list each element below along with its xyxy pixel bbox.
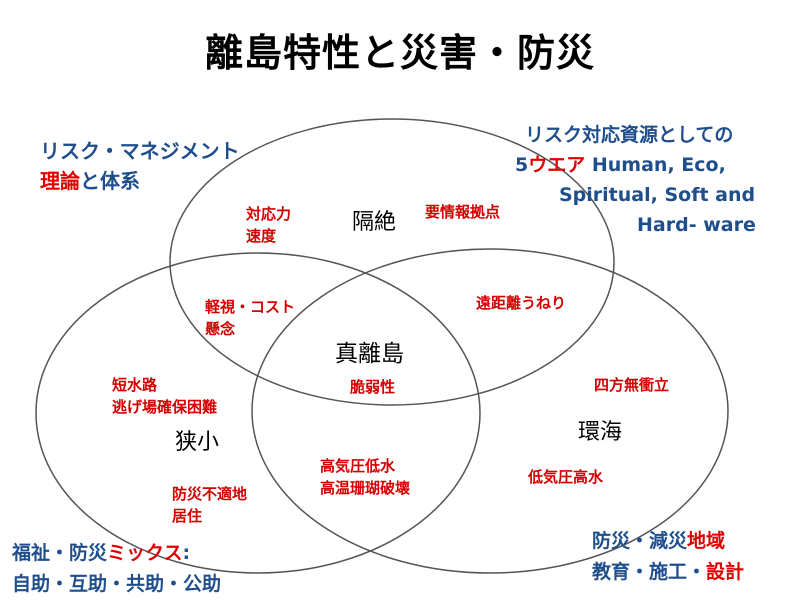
- mix-highlight: ミックス: [107, 542, 183, 564]
- design-highlight: 設計: [706, 561, 745, 583]
- theory-highlight: 理論: [40, 169, 80, 193]
- neglect-line1: 軽視・コスト: [205, 298, 296, 316]
- five-ware-line1: リスク対応資源としての: [525, 124, 734, 146]
- five-ware-line4: Hard- ware: [637, 214, 756, 236]
- regional-education-line1: 防災・減災地域: [592, 526, 744, 557]
- regional-education-line2: 教育・施工・設計: [592, 557, 744, 588]
- region-isolation: 隔絶: [352, 210, 397, 235]
- factor-info-base: 要情報拠点: [425, 203, 501, 221]
- disaster-prefix: 防災・減災: [592, 530, 688, 552]
- human-eco-text: Human, Eco,: [585, 154, 726, 176]
- factor-response-speed: 対応力 速度: [246, 203, 291, 247]
- unsuitable-line2: 居住: [172, 507, 203, 525]
- five-ware-label: リスク対応資源としての 5ウエア Human, Eco, Spiritual, …: [515, 120, 756, 240]
- neglect-line2: 懸念: [205, 320, 236, 338]
- ware-highlight: ウエア: [528, 154, 586, 176]
- risk-management-line2: 理論と体系: [40, 166, 240, 196]
- factor-high-pressure: 高気圧低水 高温珊瑚破壊: [320, 455, 410, 499]
- factor-isolated-exposure: 四方無衝立: [594, 376, 670, 394]
- factor-distance-swell: 遠距離うねり: [476, 294, 567, 312]
- circle-isolation: [169, 118, 615, 406]
- high-pressure-line2: 高温珊瑚破壊: [320, 479, 411, 497]
- factor-short-route: 短水路 逃げ場確保困難: [112, 374, 217, 418]
- factor-vulnerability: 脆弱性: [350, 378, 396, 396]
- risk-management-label: リスク・マネジメント 理論と体系: [40, 136, 240, 196]
- system-text: と体系: [80, 169, 140, 193]
- circle-smallness: [35, 252, 481, 574]
- five-ware-line2: 5ウエア Human, Eco,: [515, 150, 756, 180]
- education-prefix: 教育・施工・: [592, 561, 707, 583]
- factor-unsuitable-land: 防災不適地 居住: [172, 483, 247, 527]
- unsuitable-line1: 防災不適地: [172, 485, 248, 503]
- welfare-mix-line1: 福祉・防災ミックス:: [12, 538, 221, 569]
- five-number: 5: [515, 154, 529, 176]
- circle-sea: [251, 248, 729, 574]
- short-route-line2: 逃げ場確保困難: [112, 398, 218, 416]
- diagram-title: 離島特性と災害・防災: [204, 31, 595, 75]
- welfare-prefix: 福祉・防災: [12, 542, 108, 564]
- regional-education-label: 防災・減災地域 教育・施工・設計: [592, 526, 744, 588]
- response-line2: 速度: [246, 227, 277, 245]
- region-smallness: 狭小: [175, 430, 220, 455]
- high-pressure-line1: 高気圧低水: [320, 457, 396, 475]
- short-route-line1: 短水路: [112, 376, 158, 394]
- five-ware-line3: Spiritual, Soft and: [559, 184, 756, 206]
- region-true-island: 真離島: [335, 341, 404, 367]
- response-line1: 対応力: [246, 205, 292, 223]
- risk-management-line1: リスク・マネジメント: [40, 139, 240, 163]
- factor-neglect-cost: 軽視・コスト 懸念: [205, 296, 295, 340]
- region-sea: 環海: [578, 420, 623, 445]
- welfare-mix-line2: 自助・互助・共助・公助: [12, 573, 222, 595]
- welfare-mix-label: 福祉・防災ミックス: 自助・互助・共助・公助: [12, 538, 221, 600]
- welfare-colon: :: [182, 542, 191, 564]
- factor-low-pressure: 低気圧高水: [528, 468, 604, 486]
- region-highlight: 地域: [687, 530, 726, 552]
